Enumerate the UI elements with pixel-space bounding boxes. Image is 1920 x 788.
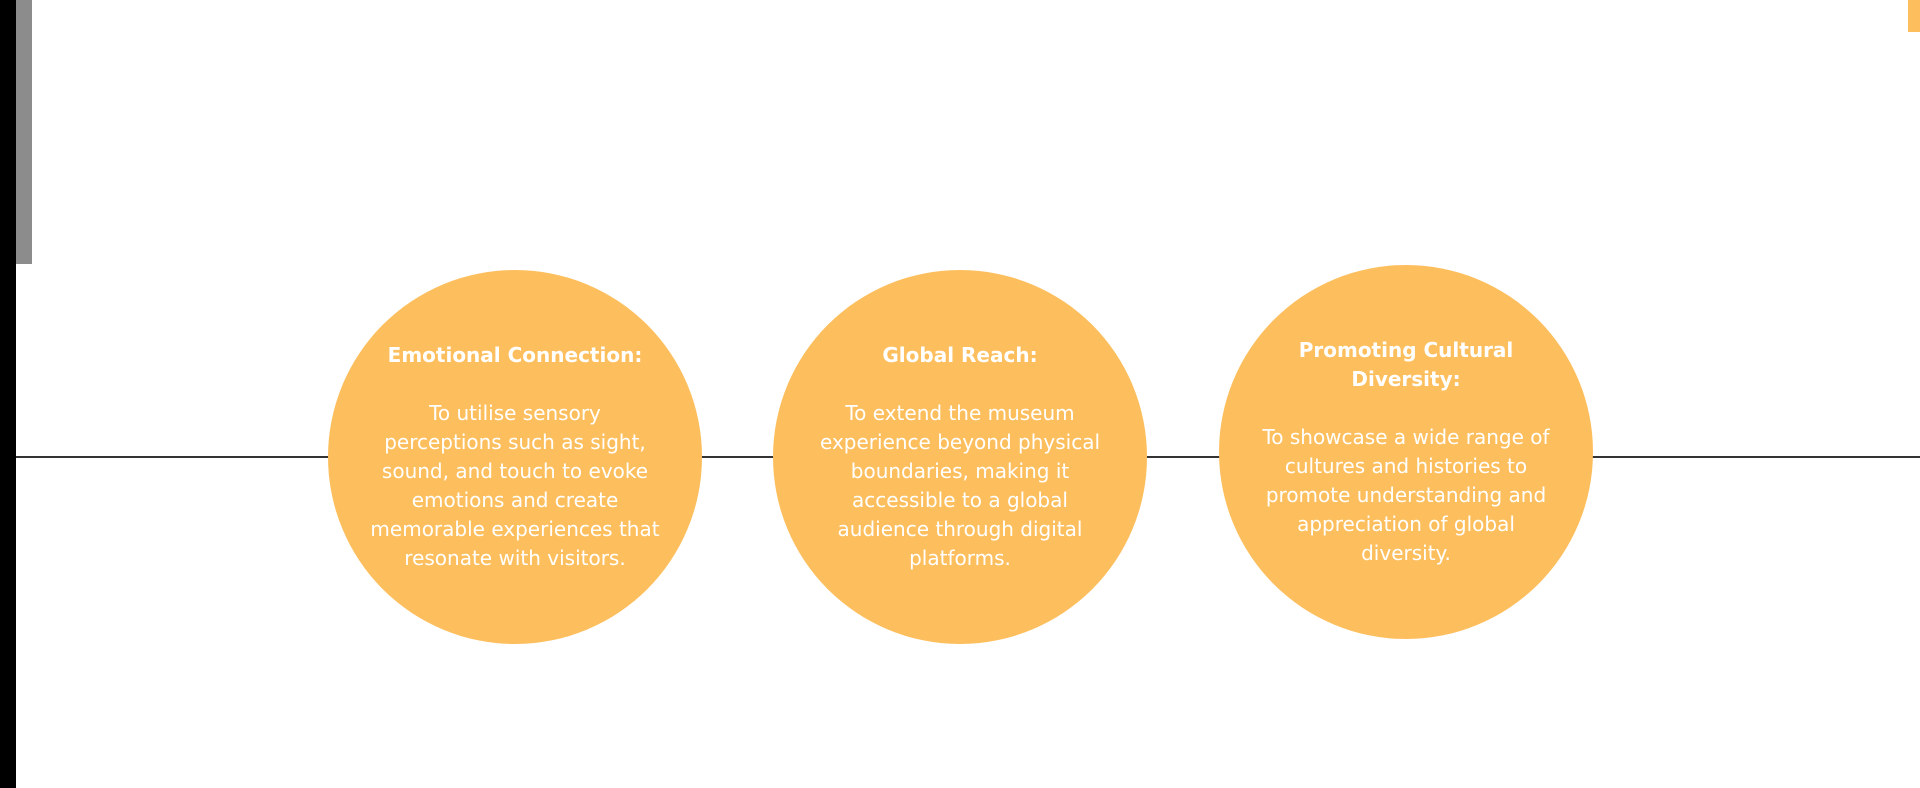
circle-body: To utilise sensory perceptions such as s… <box>370 401 660 570</box>
top-right-accent <box>1908 0 1920 32</box>
circle-title: Global Reach: <box>882 343 1038 367</box>
circle-title: Promoting Cultural Diversity: <box>1298 338 1514 391</box>
left-edge-gray-bar <box>16 0 32 264</box>
circle-body: To showcase a wide range of cultures and… <box>1262 425 1550 565</box>
objective-circle-emotional-connection: Emotional Connection: To utilise sensory… <box>328 270 702 644</box>
circle-body: To extend the museum experience beyond p… <box>820 401 1100 570</box>
circle-title: Emotional Connection: <box>387 343 643 367</box>
left-edge-strip <box>0 0 16 788</box>
objective-circle-global-reach: Global Reach: To extend the museum exper… <box>773 270 1147 644</box>
objective-circle-cultural-diversity: Promoting Cultural Diversity: To showcas… <box>1219 265 1593 639</box>
